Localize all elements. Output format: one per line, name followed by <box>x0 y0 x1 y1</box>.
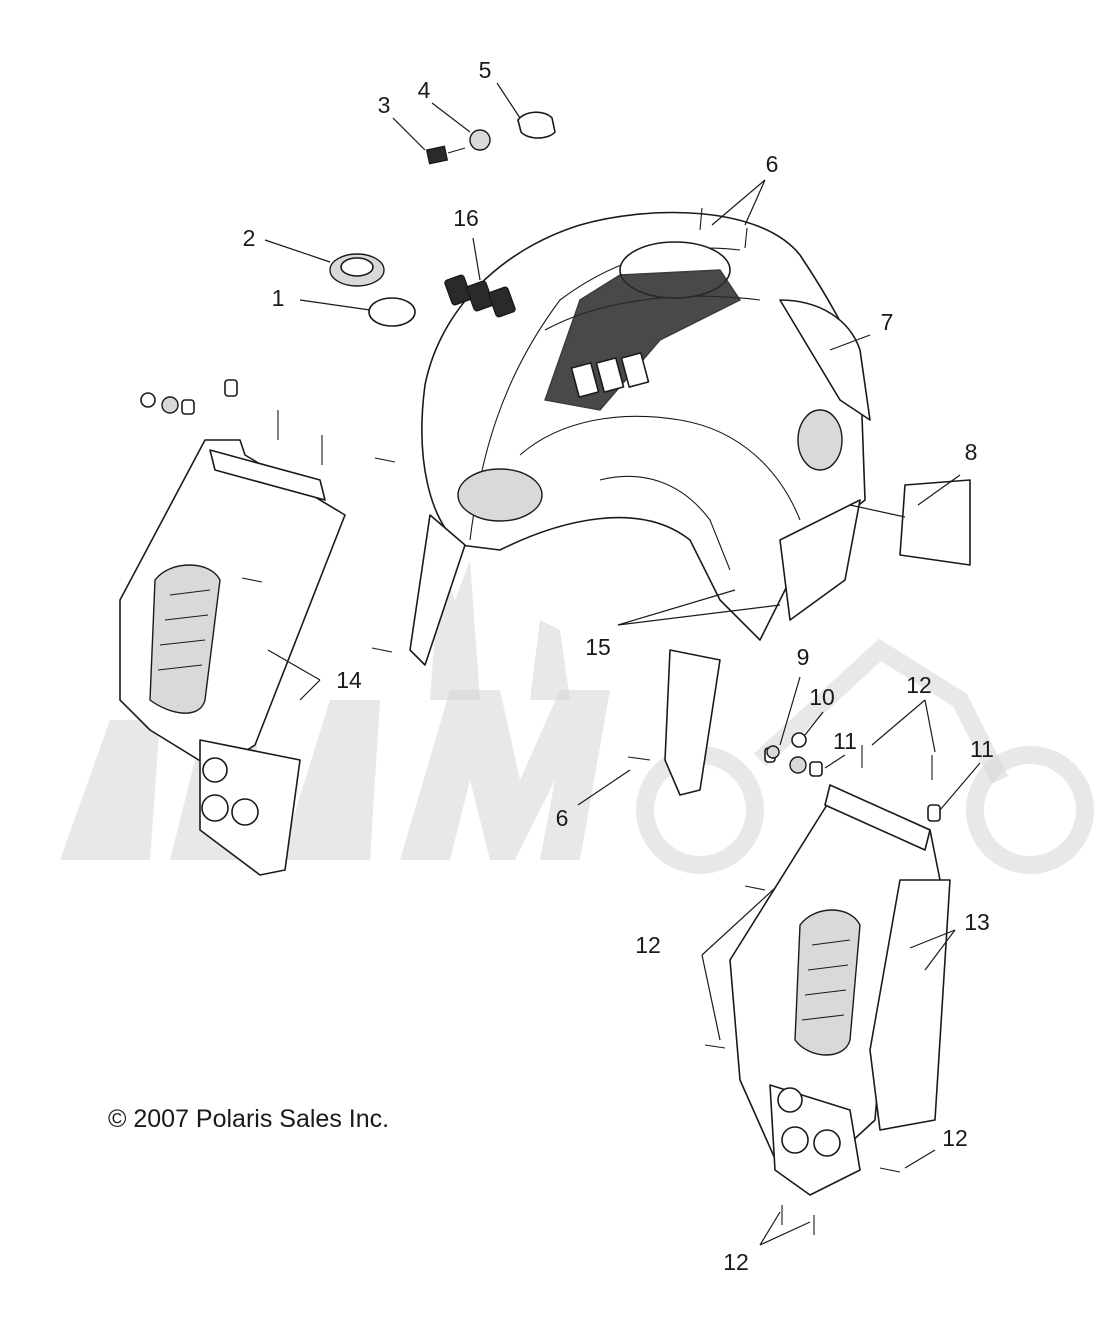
watermark-logo <box>60 560 1094 874</box>
callout-6-top: 6 <box>766 151 779 177</box>
spacer-part-10 <box>791 732 807 748</box>
switch-bank-part-16 <box>444 274 516 318</box>
callout-12-top: 12 <box>906 672 932 698</box>
callout-12-mid: 12 <box>635 932 661 958</box>
callout-13: 13 <box>964 909 990 935</box>
hood-console <box>409 211 871 796</box>
switch-part-5 <box>517 111 556 139</box>
right-side-panel <box>704 745 951 1235</box>
leader-lines <box>264 82 981 1246</box>
nut-part-4 <box>469 129 491 151</box>
callout-11-left: 11 <box>833 728 857 754</box>
callout-11-right: 11 <box>970 736 994 762</box>
callout-3: 3 <box>378 92 391 118</box>
callout-8: 8 <box>965 439 978 465</box>
small-parts <box>329 111 971 761</box>
callout-4: 4 <box>418 77 431 103</box>
callout-10: 10 <box>809 684 835 710</box>
key-part-3 <box>425 145 449 165</box>
callout-2: 2 <box>243 225 256 251</box>
callout-1: 1 <box>272 285 285 311</box>
copyright-notice: © 2007 Polaris Sales Inc. <box>108 1105 389 1133</box>
callout-7: 7 <box>881 309 894 335</box>
callout-9: 9 <box>797 644 810 670</box>
washer-part-9 <box>766 745 780 759</box>
callout-6-bottom: 6 <box>556 805 569 831</box>
callout-15: 15 <box>585 634 611 660</box>
left-fasteners <box>140 379 393 653</box>
left-side-panel <box>119 379 393 876</box>
callout-labels: 1 2 3 4 5 6 6 7 8 9 10 11 11 12 12 12 12… <box>243 57 994 1275</box>
callout-12-right: 12 <box>942 1125 968 1151</box>
right-fasteners <box>704 745 941 1235</box>
callout-14: 14 <box>336 667 362 693</box>
decal-part-8 <box>899 479 971 566</box>
callout-12-bottom: 12 <box>723 1249 749 1275</box>
callout-5: 5 <box>479 57 492 83</box>
callout-16: 16 <box>453 205 479 231</box>
ring-part-1 <box>368 297 416 327</box>
